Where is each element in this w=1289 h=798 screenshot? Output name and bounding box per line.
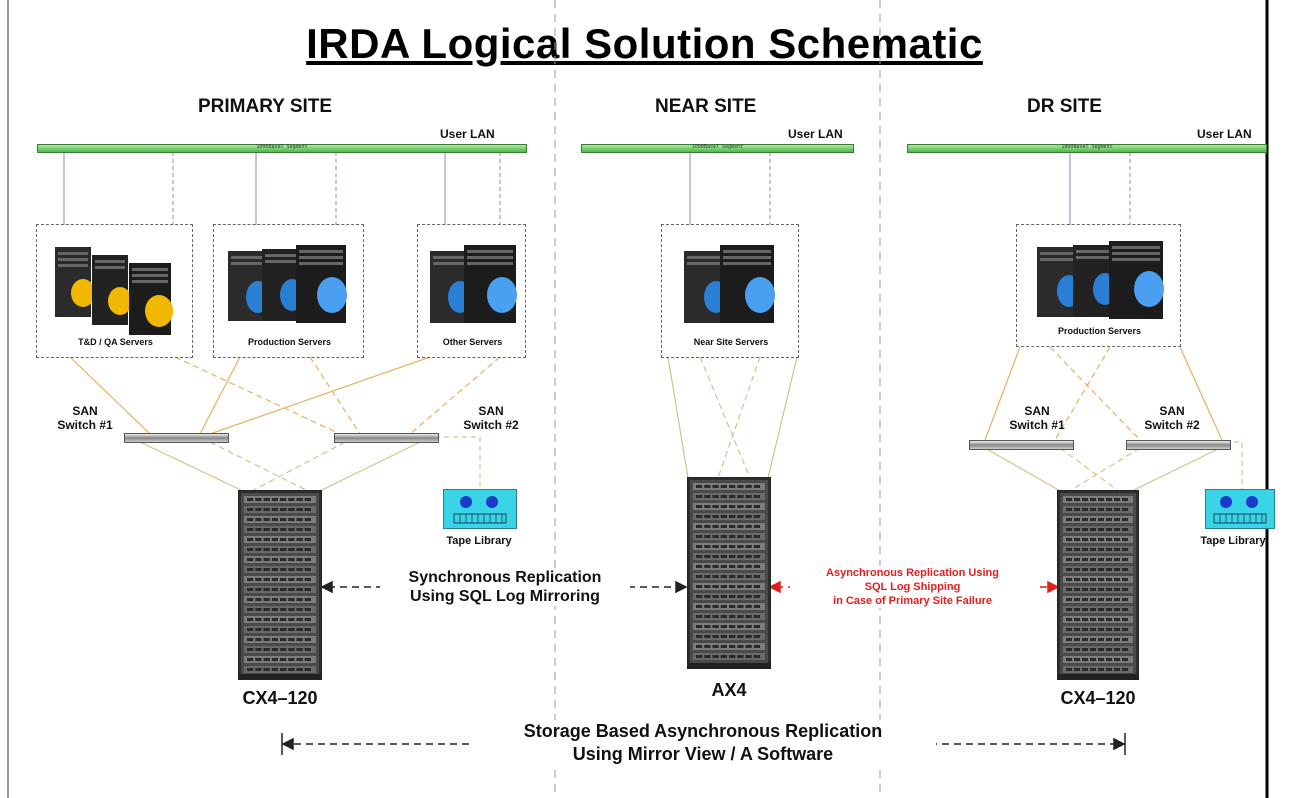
tape-link [435,436,481,488]
fc-link [209,356,431,435]
rack-graphic [1057,490,1139,680]
server-group-label: Other Servers [442,337,503,347]
rep-line: Storage Based Asynchronous Replication [523,721,883,741]
tape-library-icon [443,489,517,529]
tape-link [1225,441,1243,490]
san-switch-2-label: SAN Switch #2 [456,404,526,432]
tape-library-icon [1205,489,1275,529]
fc-link [199,356,241,435]
server-group-label: Production Servers [1057,326,1142,336]
san-switch-icon [124,433,229,443]
fc-link [984,447,1063,493]
server-group-label: T&D / QA Servers [78,337,153,347]
diagram-title: IRDA Logical Solution Schematic [306,20,983,67]
site-heading-near: NEAR SITE [655,96,757,117]
fc-link [69,356,151,435]
site-heading-primary: PRIMARY SITE [198,96,333,117]
fc-link [249,441,346,493]
server-icon [1037,241,1164,319]
rack-graphic [238,490,322,680]
fc-link [174,356,341,435]
async-replication-label: Asynchronous Replication Using SQL Log S… [790,566,1035,608]
fc-link [1059,447,1121,493]
arrowhead [320,580,333,594]
server-group-label: Near Site Servers [693,337,769,347]
san-switch-icon [334,433,439,443]
fc-link [667,356,689,479]
san-label-line: Switch #1 [57,418,113,432]
server-icon [430,245,517,323]
server-group-near-site: Near Site Servers [661,224,799,358]
user-lan-bar: 1000BaseT Segment [581,144,854,153]
san-label-line: Switch #2 [463,418,519,432]
site-heading-dr: DR SITE [1027,96,1102,117]
san-switch-1-label: SAN Switch #1 [1002,404,1072,432]
rack-graphic [687,477,771,669]
server-icon [684,245,775,323]
fc-link [717,356,761,479]
sync-replication-label: Synchronous Replication Using SQL Log Mi… [380,568,630,606]
server-group-dr-production: Production Servers [1016,224,1181,347]
fc-link [1067,447,1141,493]
rep-line: Using Mirror View / A Software [572,744,834,764]
san-label-line: Switch #2 [1144,418,1200,432]
lan-label: User LAN [440,127,495,141]
storage-rack-icon [238,490,322,680]
arrowhead [1113,737,1126,751]
storage-replication-label: Storage Based Asynchronous Replication U… [470,720,936,766]
fc-link [1054,346,1111,441]
san-switch-2-label: SAN Switch #2 [1137,404,1207,432]
fc-link [209,441,311,493]
fc-link [1179,346,1223,441]
san-label-line: SAN [478,404,504,418]
san-label-line: SAN [1024,404,1050,418]
storage-rack-icon [687,477,771,669]
array-label-primary: CX4–120 [242,688,318,708]
rep-line: SQL Log Shipping [864,581,961,593]
san-switch-icon [969,440,1074,450]
fc-link [767,356,798,479]
server-icon [55,247,173,335]
server-icon [228,245,347,323]
san-label-line: SAN [1159,404,1185,418]
array-label-near: AX4 [711,680,747,700]
lan-label: User LAN [1197,127,1252,141]
san-label-line: SAN [72,404,98,418]
tape-library-label: Tape Library [446,535,512,547]
fc-link [309,356,361,435]
fc-link [139,441,246,493]
server-group-production: Production Servers [213,224,364,358]
tape-library-label: Tape Library [1200,535,1266,547]
storage-rack-icon [1057,490,1139,680]
arrowhead [768,580,781,594]
fc-link [699,356,751,479]
rep-line: Using SQL Log Mirroring [410,588,600,605]
rep-line: in Case of Primary Site Failure [833,595,992,607]
lan-label: User LAN [788,127,843,141]
arrowhead [675,580,688,594]
server-group-td-qa: T&D / QA Servers [36,224,193,358]
server-group-other: Other Servers [417,224,526,358]
rep-line: Asynchronous Replication Using [826,567,999,579]
user-lan-bar: 1000BaseT Segment [907,144,1267,153]
san-label-line: Switch #1 [1009,418,1065,432]
rep-line: Synchronous Replication [408,569,602,586]
san-switch-icon [1126,440,1231,450]
san-switch-1-label: SAN Switch #1 [50,404,120,432]
array-label-dr: CX4–120 [1060,688,1136,708]
user-lan-bar: 1000BaseT Segment [37,144,527,153]
fc-link [317,441,421,493]
fc-link [1129,447,1221,493]
fc-link [1049,346,1141,441]
server-group-label: Production Servers [247,337,332,347]
arrowhead [281,737,294,751]
arrowhead [1047,580,1060,594]
fc-link [984,346,1021,441]
